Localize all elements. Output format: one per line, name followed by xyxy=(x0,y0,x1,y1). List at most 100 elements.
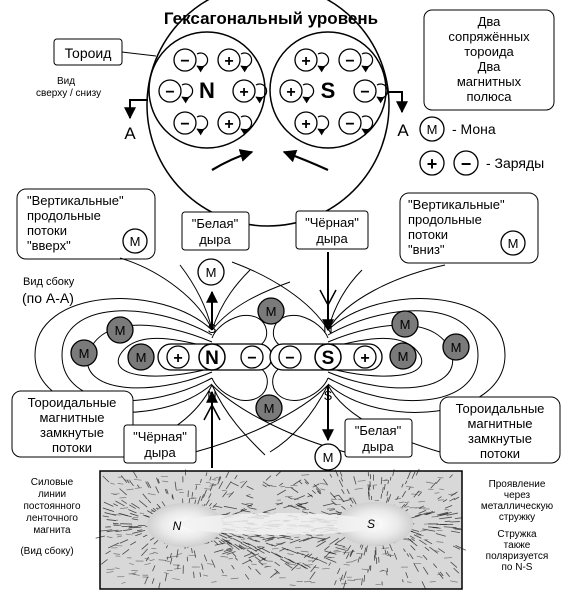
filing-stroke xyxy=(389,543,393,552)
filing-stroke xyxy=(422,554,428,560)
filing-stroke xyxy=(271,544,276,547)
filing-stroke xyxy=(248,534,262,538)
filing-stroke xyxy=(442,499,448,503)
filing-stroke xyxy=(404,503,408,508)
white-hole-top-box xyxy=(181,211,250,251)
filing-stroke xyxy=(342,551,347,554)
vertical-down-line4: "вниз" xyxy=(408,242,445,257)
mona-top-left xyxy=(197,258,225,286)
filing-stroke xyxy=(434,550,440,552)
filing-stroke xyxy=(102,515,109,518)
top-view-label-line1: Вид xyxy=(57,76,75,87)
filing-stroke xyxy=(357,480,366,482)
filing-stroke xyxy=(213,505,223,508)
filing-stroke xyxy=(209,483,214,492)
top-right-swirl-arrow-0 xyxy=(317,52,330,73)
top-right-swirl-arrow-3 xyxy=(376,83,389,104)
manifestation-line3: металлическую xyxy=(481,501,554,512)
filing-stroke xyxy=(209,484,217,487)
pole-label-left-top: S xyxy=(208,321,217,336)
filing-stroke xyxy=(164,560,170,562)
grey-mona-symbol-0: M xyxy=(115,323,126,338)
filing-stroke xyxy=(327,508,335,510)
filing-stroke xyxy=(407,471,411,480)
filing-stroke xyxy=(133,479,142,481)
vertical-down-line1: "Вертикальные" xyxy=(408,197,505,212)
filing-stroke xyxy=(272,547,279,550)
filing-stroke xyxy=(329,473,333,478)
filing-stroke xyxy=(363,547,367,556)
filing-stroke xyxy=(241,503,253,507)
filing-stroke xyxy=(438,572,444,579)
filing-stroke xyxy=(354,487,363,490)
toroidal-left-line3: замкнутые xyxy=(40,425,104,440)
filing-stroke xyxy=(290,487,299,493)
grey-mona-symbol-3: M xyxy=(266,304,277,319)
filing-stroke xyxy=(418,510,427,514)
filing-stroke xyxy=(417,491,422,497)
rotation-arrow-right xyxy=(282,149,329,172)
filing-stroke xyxy=(214,542,226,546)
filing-stroke xyxy=(263,508,277,513)
filing-stroke xyxy=(339,578,344,580)
grey-mona-5 xyxy=(391,310,419,338)
top-right-charge-0 xyxy=(294,48,318,72)
filing-stroke xyxy=(274,561,281,567)
top-left-swirl-arrow-4 xyxy=(196,115,209,136)
filing-stroke xyxy=(453,567,460,574)
filing-stroke xyxy=(131,572,137,575)
filing-stroke xyxy=(289,584,296,586)
filing-stroke xyxy=(265,542,274,547)
filing-stroke xyxy=(303,553,310,559)
filing-stroke xyxy=(119,539,129,544)
filing-stroke xyxy=(387,480,389,484)
filing-stroke xyxy=(288,563,296,566)
toroidal-right-box xyxy=(439,396,561,464)
filing-stroke xyxy=(275,471,281,477)
filing-stroke xyxy=(261,547,271,554)
filing-stroke xyxy=(286,548,299,555)
filing-stroke xyxy=(298,480,303,485)
filing-stroke xyxy=(353,559,358,562)
filing-stroke xyxy=(114,567,120,569)
filing-stroke xyxy=(213,540,219,545)
filing-stroke xyxy=(244,547,252,549)
filing-stroke xyxy=(147,481,152,489)
filing-stroke xyxy=(250,551,257,556)
manifestation-line1: Проявление xyxy=(489,479,546,490)
grey-mona-4 xyxy=(255,394,283,422)
filing-stroke xyxy=(367,491,370,500)
filing-stroke xyxy=(449,474,453,479)
filing-stroke xyxy=(450,561,458,568)
toroid-label: Тороид xyxy=(65,45,112,61)
grey-mona-symbol-1: M xyxy=(79,346,90,361)
vertical-down-mona-symbol: M xyxy=(508,236,519,251)
legend-minus-charge-icon xyxy=(453,150,479,176)
filing-stroke xyxy=(165,545,168,549)
toroid-pointer xyxy=(121,51,157,57)
filing-stroke xyxy=(404,506,410,508)
filing-stroke xyxy=(220,513,229,516)
filing-stroke xyxy=(296,567,302,570)
vertical-down-line2: продольные xyxy=(408,212,482,227)
filing-stroke xyxy=(439,516,453,520)
filing-stroke xyxy=(322,502,335,507)
side-view-label-line1: Вид сбоку xyxy=(23,276,75,288)
filing-stroke xyxy=(158,582,161,590)
filing-stroke xyxy=(437,573,443,576)
filing-stroke xyxy=(106,536,113,539)
filing-stroke xyxy=(158,559,167,561)
filing-stroke xyxy=(230,481,239,487)
filing-stroke xyxy=(213,476,219,479)
filing-stroke xyxy=(453,496,460,501)
filing-stroke xyxy=(353,476,357,485)
filing-stroke xyxy=(387,550,389,556)
filing-stroke xyxy=(291,563,300,571)
filing-stroke xyxy=(409,535,415,539)
filing-stroke xyxy=(126,480,130,484)
filing-stroke xyxy=(248,555,254,559)
filing-stroke xyxy=(361,568,370,571)
filing-stroke xyxy=(239,481,245,483)
filing-stroke xyxy=(436,541,444,543)
filing-stroke xyxy=(246,549,255,555)
